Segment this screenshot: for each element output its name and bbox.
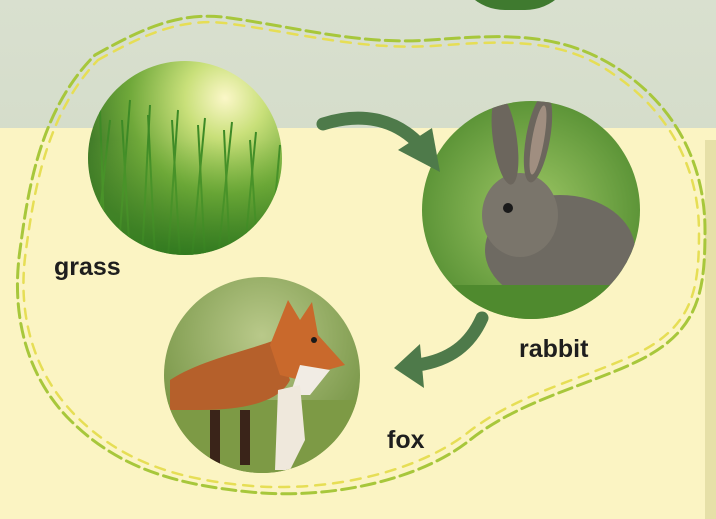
grass-image — [85, 58, 285, 260]
grass-label: grass — [54, 253, 121, 282]
arrow-grass-to-rabbit — [323, 118, 440, 172]
rabbit-image — [420, 92, 642, 325]
fox-label: fox — [387, 426, 425, 455]
fox-image — [164, 277, 360, 473]
rabbit-label: rabbit — [519, 335, 588, 364]
arrow-rabbit-to-fox — [394, 318, 482, 388]
